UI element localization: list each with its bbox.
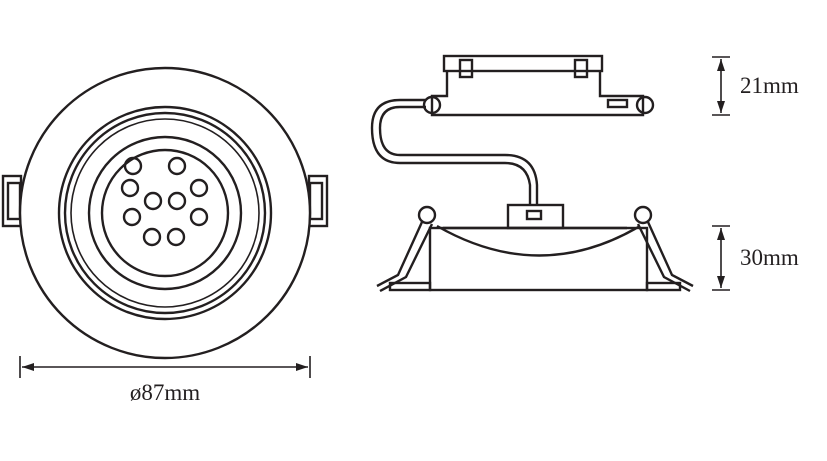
led-icon xyxy=(167,191,187,211)
led-array xyxy=(120,156,209,247)
cable xyxy=(370,98,532,206)
driver-box xyxy=(422,54,655,117)
left-clip-tab-inner xyxy=(6,181,22,221)
body-height-label: 30mm xyxy=(740,245,799,270)
arrow-up-icon xyxy=(717,228,725,240)
led-icon xyxy=(143,191,163,211)
led-icon xyxy=(142,227,162,247)
led-icon xyxy=(189,207,209,227)
luminaire-body xyxy=(376,203,694,293)
led-icon xyxy=(189,178,209,198)
led-icon xyxy=(122,207,142,227)
driver-height-dimension: 21mm xyxy=(712,56,799,116)
arrow-right-icon xyxy=(296,363,308,371)
arrow-down-icon xyxy=(717,101,725,113)
inner-ring-3 xyxy=(70,118,260,308)
led-icon xyxy=(120,178,140,198)
body-height-dimension: 30mm xyxy=(712,225,799,291)
diameter-label: ø87mm xyxy=(130,380,200,405)
outer-bezel xyxy=(18,66,312,360)
inner-ring-2 xyxy=(63,111,267,315)
lens-ring-inner xyxy=(100,148,230,278)
lens-ring-outer xyxy=(87,135,243,291)
right-spring-clip xyxy=(636,221,694,293)
driver-height-label: 21mm xyxy=(740,73,799,98)
front-view xyxy=(1,66,329,360)
arrow-left-icon xyxy=(22,363,34,371)
led-icon xyxy=(123,156,143,176)
left-spring-clip xyxy=(376,221,434,293)
cable-inner xyxy=(378,105,539,206)
led-icon xyxy=(167,156,187,176)
led-icon xyxy=(166,227,186,247)
inner-ring-1 xyxy=(57,105,273,321)
diameter-dimension: ø87mm xyxy=(19,356,311,405)
arrow-up-icon xyxy=(717,59,725,71)
right-clip-tab-inner xyxy=(308,181,324,221)
side-view xyxy=(370,54,694,293)
arrow-down-icon xyxy=(717,276,725,288)
